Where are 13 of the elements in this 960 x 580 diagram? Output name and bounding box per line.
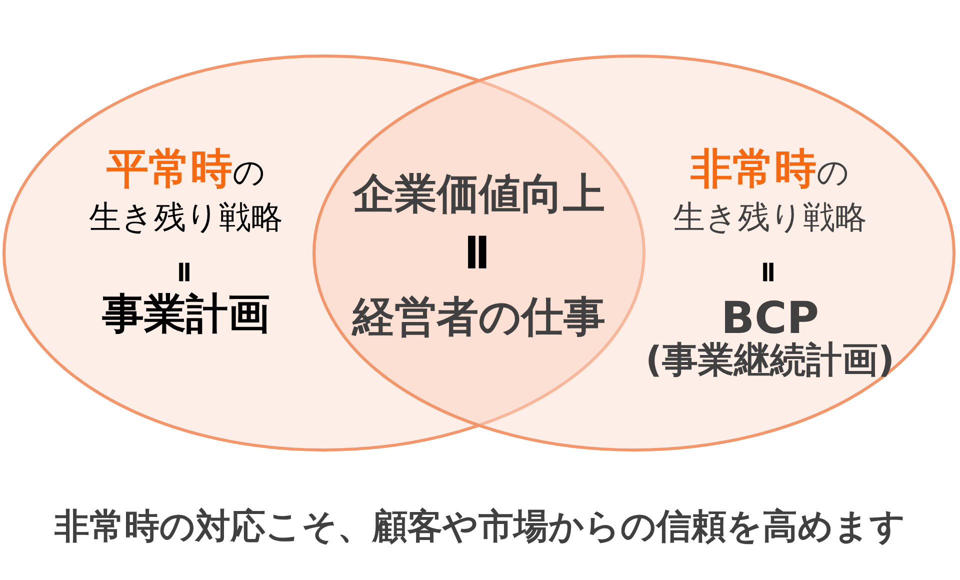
overlap-region [314, 80, 644, 426]
venn-ellipse [312, 54, 956, 452]
caption-text: 非常時の対応こそ、顧客や市場からの信頼を高めます [54, 507, 906, 548]
term-text: (事業継続計画) [646, 340, 894, 382]
equals-sign: ＝ [451, 224, 507, 280]
heading-text: 平常時の生き残り戦略 [89, 143, 283, 238]
term-text: BCP [720, 297, 820, 341]
term-text: 事業計画 [102, 290, 270, 338]
term-text: 企業価値向上 [353, 170, 605, 218]
equals-sign: ＝ [754, 256, 786, 288]
equals-sign: ＝ [170, 256, 202, 288]
heading-text: 非常時の生き残り戦略 [673, 143, 867, 238]
term-text: 経営者の仕事 [352, 292, 606, 342]
